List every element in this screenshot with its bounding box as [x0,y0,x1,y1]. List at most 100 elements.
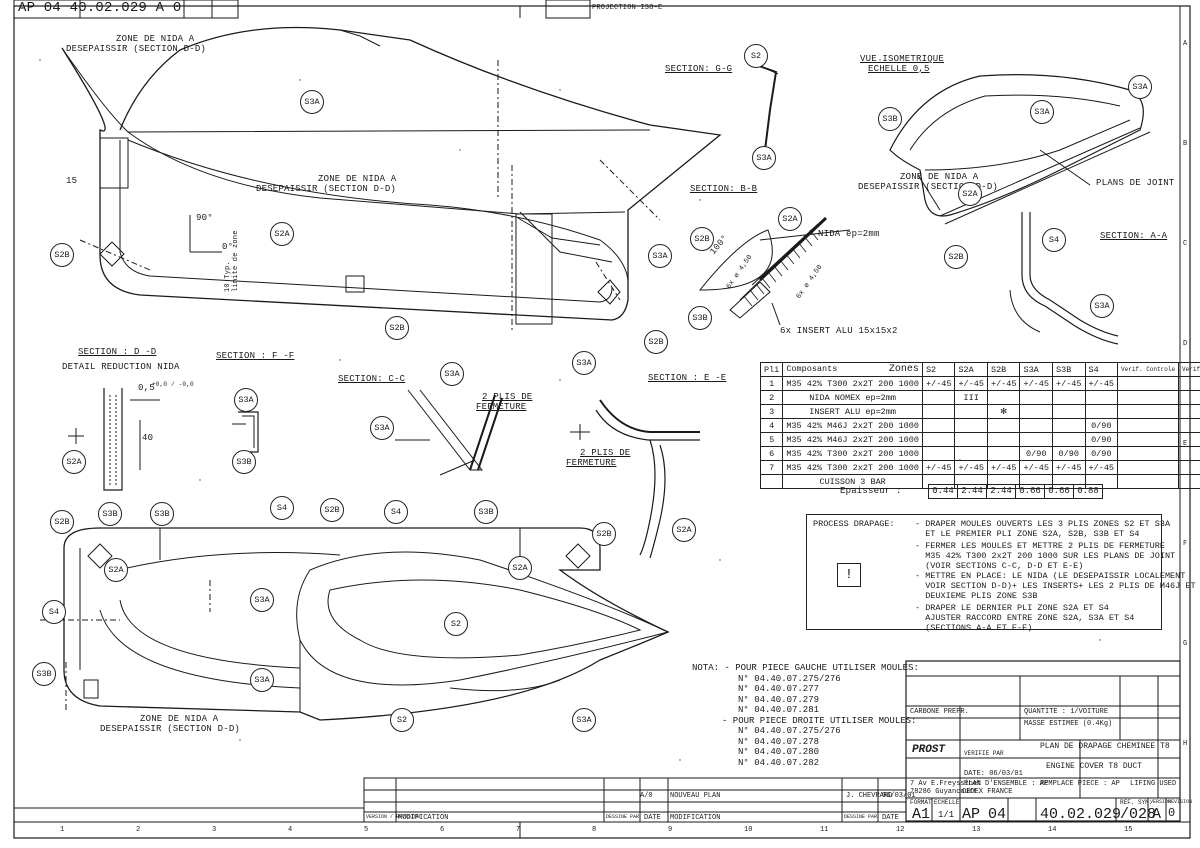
pli-zone-value: +/-45 [1019,460,1053,475]
pli-zone-value: 0/90 [1084,432,1119,447]
zone-tag-s2a: S2A [270,222,294,246]
pli-zone-value: +/-45 [1052,376,1086,391]
grid-ref-right: B [1183,140,1188,148]
zone-tag-s3a: S3A [234,388,258,412]
zone-tag-s2a: S2A [672,518,696,542]
zone-tag-s4: S4 [384,500,408,524]
pli-number: 1 [759,376,784,391]
warning-icon: ! [837,563,861,587]
zone-tag-s3a: S3A [1090,294,1114,318]
rev-nouveau-plan: NOUVEAU PLAN [670,792,721,800]
pli-zone-value: +/-45 [954,376,988,391]
verifie: VERIFIE PAR [964,750,1004,757]
grid-ref-right: C [1183,240,1188,248]
section-gg-title: SECTION: G-G [665,64,733,74]
rev-modification: MODIFICATION [398,814,449,822]
process-step-1: - DRAPER MOULES OUVERTS LES 3 PLIS ZONES… [915,519,1171,539]
desepaissir-label-4: DESEPAISSIR (SECTION D-D) [100,724,241,734]
address-3: CEDEX FRANCE [962,788,1013,796]
grid-ref-bottom: 14 [1048,826,1057,834]
pli-composant: M35 42% T300 2x2T 200 1000 [782,376,923,391]
address-2: 78286 Guyancourt [910,788,978,796]
zone-tag-s3a: S3A [648,244,672,268]
zone-nida-label-2: ZONE DE NIDA A [318,174,397,184]
nota-left-1: N° 04.40.07.275/276 [738,673,841,684]
pli-zone-value [954,432,988,447]
zone-tag-s4: S4 [270,496,294,520]
pli-zone-value [986,418,1021,433]
pli-zone-value: +/-45 [921,376,956,391]
verif-cell [1178,418,1200,433]
zone-col: S2 [921,362,956,377]
pli-composant: NIDA NOMEX ep=2mm [782,390,923,405]
vue-iso-scale: ECHELLE 0,5 [868,64,930,74]
pli-number: 6 [759,446,784,461]
pli-zone-value: +/-45 [954,460,988,475]
zone-col: S2B [986,362,1021,377]
grid-ref-bottom: 3 [212,826,217,834]
section-bb-title: SECTION: B-B [690,184,758,194]
vue-iso-title: VUE ISOMETRIQUE [860,54,945,64]
zone-tag-s2a: S2A [508,556,532,580]
grid-ref-bottom: 5 [364,826,369,834]
pli-number [759,474,784,489]
zone-tag-s2b: S2B [944,245,968,269]
nida-ep-label: NIDA ep=2mm [818,229,880,239]
grid-ref-bottom: 11 [820,826,829,834]
nota-title: NOTA: [692,663,720,673]
verif-cell [1178,404,1200,419]
zone-tag-s3a: S3A [1128,75,1152,99]
pli-zone-value: ✻ [986,404,1021,419]
pli-zone-value [921,446,956,461]
zone-tag-s2a: S2A [778,207,802,231]
process-title: PROCESS DRAPAGE: [813,519,895,529]
desepaissir-label-1: DESEPAISSIR (SECTION D-D) [66,44,207,54]
revision-value: 0 [1168,806,1176,820]
dim-15-label: 15 [66,176,78,186]
pli-zone-value: +/-45 [1019,376,1053,391]
pli-zone-value: +/-45 [921,460,956,475]
pli-zone-value [954,418,988,433]
process-box: PROCESS DRAPAGE: - DRAPER MOULES OUVERTS… [806,514,1196,633]
section-dd-subtitle: DETAIL REDUCTION NIDA [62,362,180,372]
rev-modification-2: MODIFICATION [670,814,721,822]
pli-zone-value [954,404,988,419]
echelle-value: 1/1 [938,810,955,820]
nota-right-3: N° 04.40.07.280 [738,747,820,757]
verif-cell [1117,474,1180,489]
verif-cell [1117,446,1180,461]
insert-alu-label: 6x INSERT ALU 15x15x2 [780,326,898,336]
nota-left-4: N° 04.40.07.281 [738,705,820,715]
plis-fermeture-1a: 2 PLIS DE [482,392,533,402]
process-step-2: - FERMER LES MOULES ET METTRE 2 PLIS DE … [915,541,1176,571]
top-reference: AP 04 40.02.029 A 0 [18,0,182,16]
version-label: VERSION [1150,799,1172,805]
projection-label: PROJECTION ISO-E [592,4,663,12]
verif-cell [1117,404,1180,419]
grid-ref-right: H [1183,740,1188,748]
pli-composant: M35 42% M46J 2x2T 200 1000 [782,418,923,433]
nota-left-head: - POUR PIECE GAUCHE UTILISER MOULES: [724,663,919,673]
ap-value: AP [962,806,981,823]
pli-zone-value [1052,418,1086,433]
rev-dessine: DESSINE PAR [606,814,640,820]
zone-tag-s2: S2 [390,708,414,732]
grid-ref-bottom: 7 [516,826,521,834]
zone-tag-s3a: S3A [250,668,274,692]
pli-zone-value [1084,390,1119,405]
nota-right-1: N° 04.40.07.275/276 [738,726,841,736]
pli-zone-value [1052,404,1086,419]
designation-fr: PLAN DE DRAPAGE CHEMINEE T8 [1040,742,1170,751]
section-aa-title: SECTION: A-A [1100,231,1168,241]
rev-av: A/0 [640,792,653,800]
matiere: CARBONE PREPR. [910,708,969,716]
zone-tag-s3b: S3B [474,500,498,524]
ref-value: /028 [1120,806,1157,823]
grid-ref-right: A [1183,40,1188,48]
pli-number: 7 [759,460,784,475]
pli-composant: M35 42% T300 2x2T 200 1000 [782,460,923,475]
pli-zone-value [921,390,956,405]
grid-ref-bottom: 13 [972,826,981,834]
